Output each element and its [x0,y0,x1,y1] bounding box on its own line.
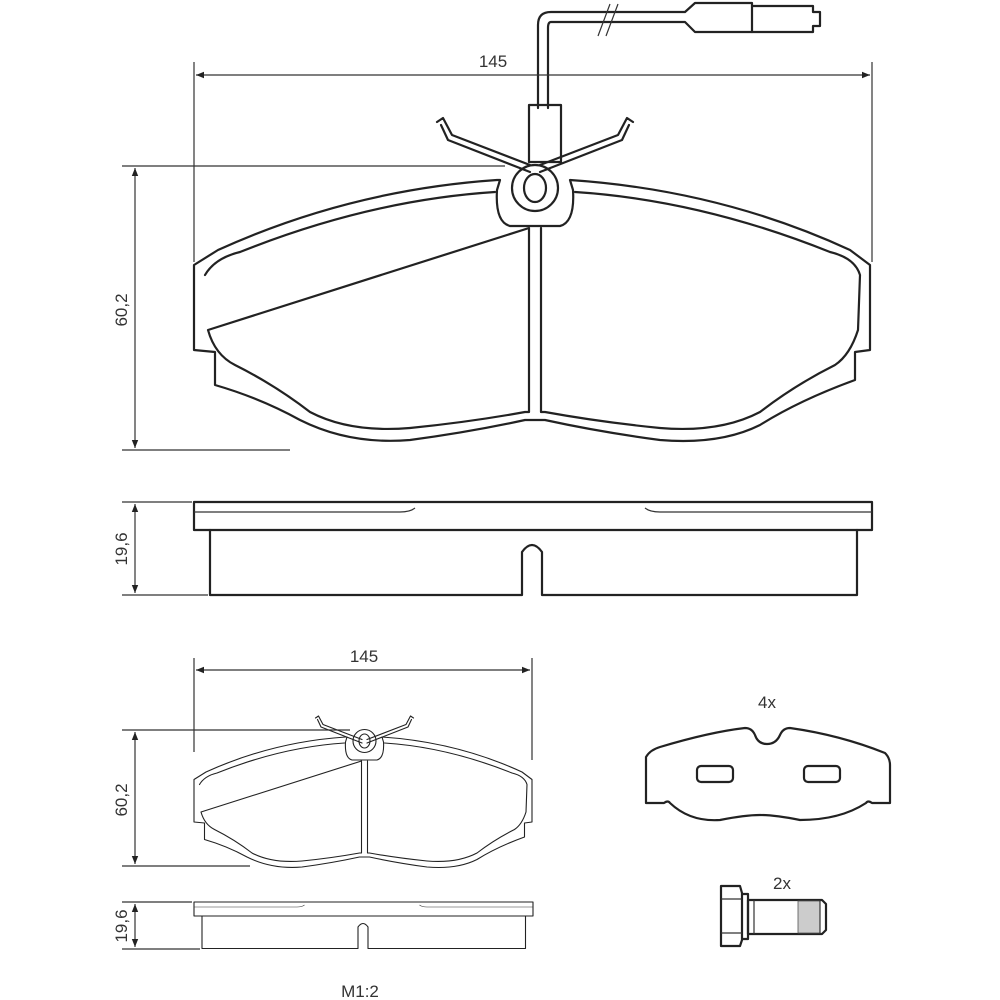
main-thickness-label: 19,6 [112,532,131,565]
small-pad-side-view: 19,6 [112,901,534,950]
main-width-label: 145 [479,52,507,71]
bolt-part: 2x [719,874,828,948]
small-pad-face-view: 145 60,2 [112,647,533,869]
scale-label: M1:2 [341,982,379,1000]
small-height-label: 60,2 [112,783,131,816]
wear-sensor-wire [527,1,822,164]
main-pad-face-view: 145 60,2 [112,1,873,451]
shim-quantity-label: 4x [758,693,776,712]
main-height-label: 60,2 [112,293,131,326]
bolt-quantity-label: 2x [773,874,791,893]
small-width-label: 145 [350,647,378,666]
shim-part: 4x [644,693,892,822]
small-thickness-label: 19,6 [112,909,131,942]
main-pad-side-view: 19,6 [112,500,874,597]
